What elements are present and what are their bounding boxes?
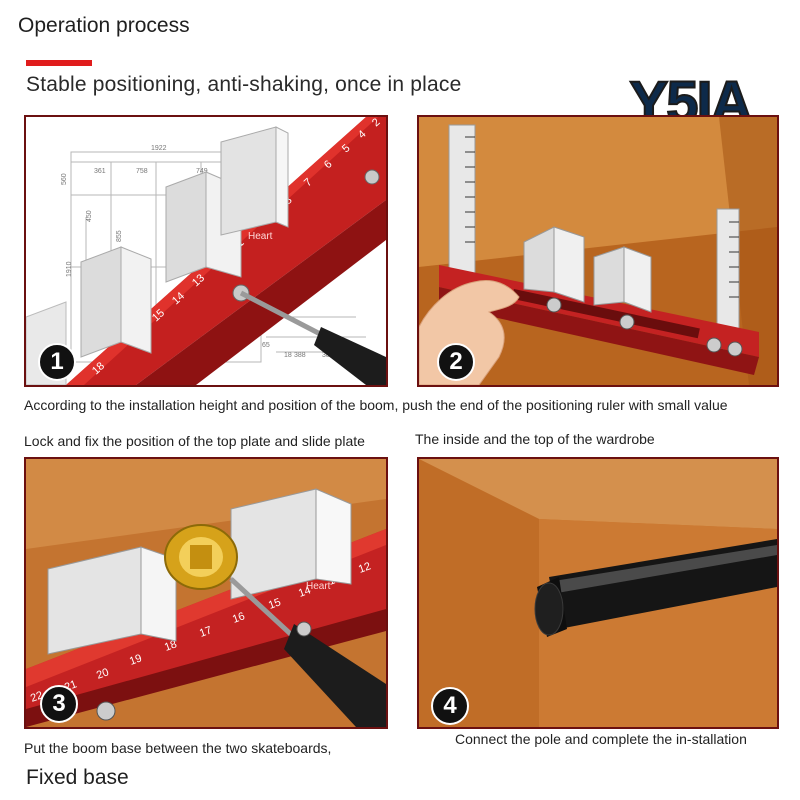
- ruler-mark: 20: [95, 666, 111, 681]
- page-subtitle: Stable positioning, anti-shaking, once i…: [26, 73, 462, 96]
- step-number-badge: 4: [431, 687, 469, 725]
- step-number-badge: 1: [38, 343, 76, 381]
- step-3-caption: Put the boom base between the two skateb…: [24, 740, 332, 756]
- screw-icon: [364, 169, 380, 185]
- screw-icon: [546, 297, 562, 313]
- screw-icon: [619, 314, 635, 330]
- clothes-pole: [534, 539, 777, 637]
- ruler-mark: 18: [163, 638, 179, 653]
- dim-label: 758: [136, 168, 148, 175]
- dim-label: 388: [294, 352, 306, 359]
- step-number-badge: 2: [437, 343, 475, 381]
- step-4-image: 4: [417, 457, 779, 729]
- lock-fix-caption: Lock and fix the position of the top pla…: [24, 433, 365, 449]
- screw-icon: [96, 701, 116, 721]
- dim-label: 65: [262, 342, 270, 349]
- dim-label: 560: [61, 173, 68, 185]
- vertical-ruler: [448, 124, 476, 276]
- ruler-brand: Heart: [248, 231, 273, 242]
- fixed-base-caption: Fixed base: [26, 766, 129, 789]
- ruler-brand: Heart: [306, 581, 331, 592]
- dim-label: 1922: [151, 145, 167, 152]
- ruler-mark: 16: [231, 610, 247, 625]
- dim-label: 855: [116, 230, 123, 242]
- step-3-image: 22 21 20 19 18 17 16 15 14 13 12 Heart: [24, 457, 388, 729]
- screw-icon: [706, 337, 722, 353]
- dim-label: 18: [284, 352, 292, 359]
- screwdriver: [239, 290, 386, 385]
- dim-label: 450: [86, 210, 93, 222]
- step-1-image: 1922 361 758 749 560 450 855 1910 600 18…: [24, 115, 388, 387]
- boom-base: [164, 524, 238, 590]
- ruler-mark: 12: [357, 560, 373, 575]
- dim-label: 749: [196, 168, 208, 175]
- ruler-mark: 19: [128, 652, 144, 667]
- ruler-mark: 15: [267, 596, 283, 611]
- title-underline: [26, 60, 92, 66]
- dim-label: 1910: [66, 261, 73, 277]
- step-4-caption: Connect the pole and complete the in-sta…: [455, 731, 747, 747]
- slide-plates: [26, 126, 289, 385]
- screw-icon: [727, 341, 743, 357]
- dim-label: 361: [94, 168, 106, 175]
- ruler-mark: 17: [198, 624, 214, 639]
- step-2-caption: The inside and the top of the wardrobe: [415, 431, 655, 447]
- page-title: Operation process: [18, 14, 190, 37]
- step-1-caption: According to the installation height and…: [24, 397, 728, 413]
- ruler-mark: 14: [297, 584, 313, 599]
- slide-plates: [523, 226, 652, 313]
- step-2-image: 2: [417, 115, 779, 387]
- screw-icon: [296, 621, 312, 637]
- screwdriver: [229, 577, 386, 727]
- wardrobe-top: [419, 459, 777, 529]
- wardrobe-top: [419, 117, 777, 267]
- step-number-badge: 3: [40, 685, 78, 723]
